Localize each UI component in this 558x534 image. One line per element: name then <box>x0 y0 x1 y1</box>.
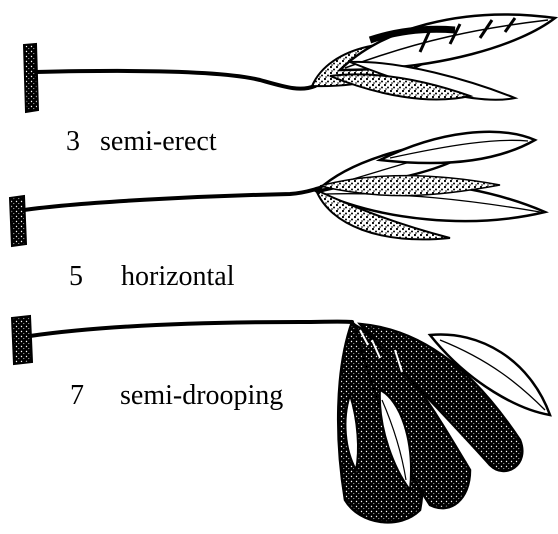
stem-base-1 <box>24 44 38 112</box>
position-label-semi-drooping: semi-drooping <box>120 382 283 410</box>
branch-semi-drooping <box>12 316 550 522</box>
position-code-5: 5 <box>69 263 83 291</box>
caption-semi-drooping: 7 semi-drooping <box>70 382 283 410</box>
petiole-1 <box>36 71 315 89</box>
position-label-horizontal: horizontal <box>121 263 235 291</box>
branch-semi-erect <box>24 15 555 112</box>
stem-base-3 <box>12 316 32 364</box>
position-code-7: 7 <box>70 382 84 410</box>
caption-semi-erect: 3 semi-erect <box>66 128 217 156</box>
leaf-2b <box>380 132 535 163</box>
caption-horizontal: 5 horizontal <box>69 263 235 291</box>
petiole-2 <box>24 188 320 210</box>
position-code-3: 3 <box>66 128 80 156</box>
petiole-3 <box>30 322 352 336</box>
position-label-semi-erect: semi-erect <box>100 128 217 156</box>
stem-base-2 <box>10 196 26 246</box>
